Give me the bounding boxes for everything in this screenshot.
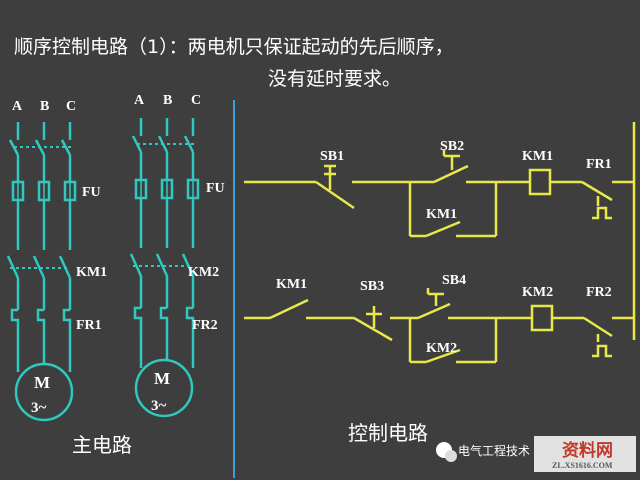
label-fr2: FR2	[192, 318, 218, 333]
label-fu: FU	[82, 185, 101, 200]
watermark-url: ZL.XS1616.COM	[552, 461, 613, 470]
label-sb1: SB1	[320, 149, 344, 164]
motor2-type: 3~	[151, 398, 167, 414]
label-fr1-contact: FR1	[586, 157, 612, 172]
label-km1-hold: KM1	[426, 207, 457, 222]
label-sb4: SB4	[442, 273, 466, 288]
label-sb2: SB2	[440, 139, 464, 154]
slide-title-line2: 没有延时要求。	[268, 68, 402, 90]
phase-label: A	[134, 93, 145, 108]
phase-label: B	[40, 99, 49, 114]
control-circuit-caption: 控制电路	[348, 421, 428, 445]
slide-title-line1: 顺序控制电路（1）：两电机只保证起动的先后顺序，	[14, 36, 454, 58]
control-circuit	[244, 122, 636, 364]
phase-label: C	[66, 99, 76, 114]
main-circuit-caption: 主电路	[72, 433, 132, 457]
motor1-type: 3~	[31, 400, 47, 416]
watermark-brand: 电气工程技术	[458, 443, 530, 458]
label-sb3: SB3	[360, 279, 384, 294]
label-km2: KM2	[188, 265, 219, 280]
label-km1: KM1	[76, 265, 107, 280]
phase-label: B	[163, 93, 172, 108]
label-km2-coil: KM2	[522, 285, 553, 300]
main-circuit-motor2: A B C	[129, 93, 201, 418]
label-km2-hold: KM2	[426, 341, 457, 356]
motor1-label: M	[34, 373, 50, 392]
label-km1-coil: KM1	[522, 149, 553, 164]
label-fu: FU	[206, 181, 225, 196]
watermark-logo: 资料网	[562, 440, 613, 460]
phase-label: C	[191, 93, 201, 108]
watermark: 电气工程技术 资料网 ZL.XS1616.COM	[436, 436, 636, 472]
label-km1-interlock: KM1	[276, 277, 307, 292]
motor2-label: M	[154, 369, 170, 388]
label-fr2-contact: FR2	[586, 285, 612, 300]
label-fr1: FR1	[76, 318, 102, 333]
phase-label: A	[12, 99, 23, 114]
main-circuit-motor1: A B C	[6, 99, 77, 422]
